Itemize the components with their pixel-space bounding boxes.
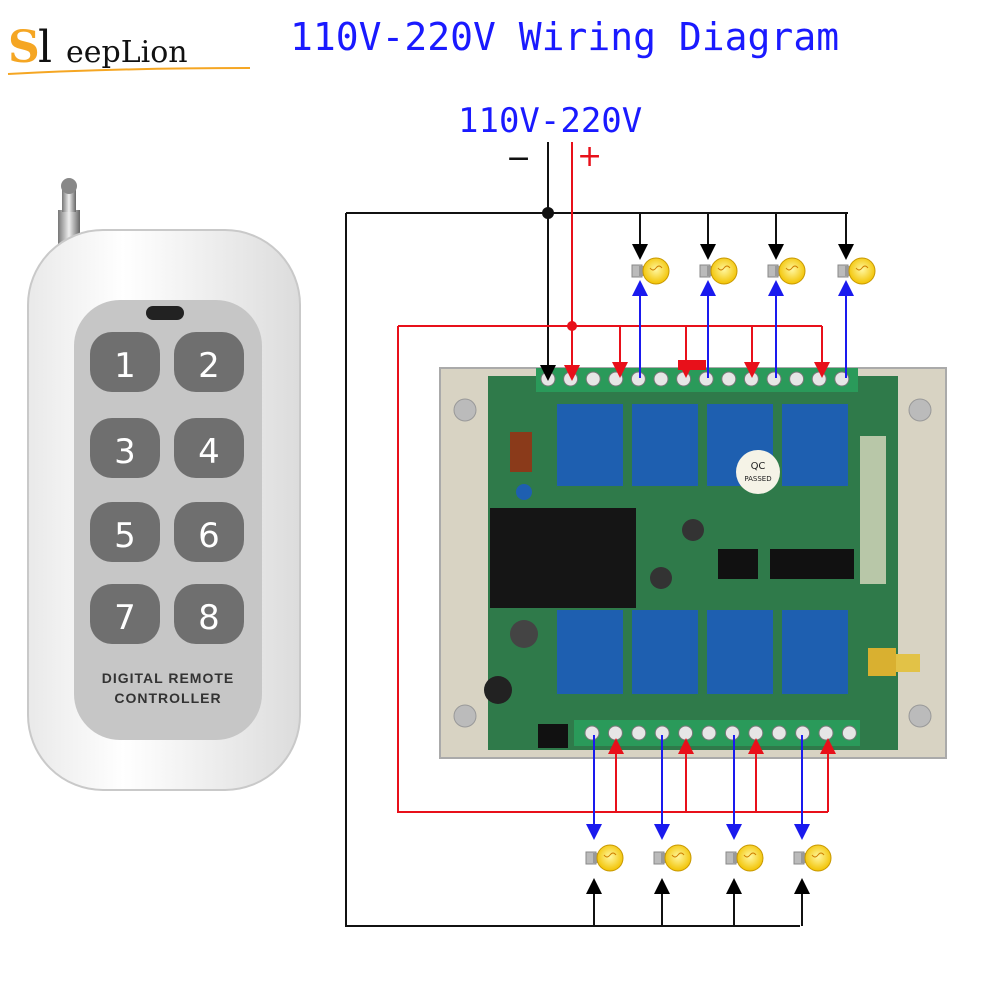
live-junction [567,321,577,331]
neutral-bus-outer [345,213,800,927]
remote-key-8-label: 8 [198,598,220,638]
live-bus-outer [397,326,828,813]
lamps-bottom [585,844,832,872]
remote-key-1[interactable]: 1 [90,332,160,392]
antenna-connector [868,648,896,676]
mount-hole [908,704,932,728]
terminal-screw [721,371,737,387]
remote-caption-line1: DIGITAL REMOTE [102,670,234,686]
relay-bottom [557,610,848,694]
lamp-icon [653,844,692,872]
remote-key-8[interactable]: 8 [174,584,244,644]
fuse-capacitor [510,432,532,472]
varistor [516,484,532,500]
live-rises-bottom [608,738,836,812]
terminal-screw [811,371,827,387]
remote-key-6-label: 6 [198,516,220,556]
logo-letter-l: l [38,22,52,73]
terminal-screw [678,725,694,741]
terminal-screw [563,371,579,387]
terminal-screw [631,725,647,741]
qc-label: QC [751,461,766,472]
wiring [345,142,854,927]
lamp-icon [631,257,670,285]
terminal-screw [771,725,787,741]
antenna-tip [61,178,77,194]
mount-hole [453,704,477,728]
terminal-screw [608,371,624,387]
rf-module [860,436,886,584]
remote-controller: 1 2 3 4 5 6 7 8 DIGITAL REMOTE CONTROLLE… [27,178,301,791]
lamp-icon [725,844,764,872]
neutral-junction [542,207,554,219]
live-drops-top [612,326,830,378]
terminal-screw [701,725,717,741]
remote-caption-line2: CONTROLLER [114,690,221,706]
lamp-icon [837,257,876,285]
antenna-connector-thread [896,654,920,672]
remote-key-5[interactable]: 5 [90,502,160,562]
capacitor [650,567,672,589]
relay-top [557,404,848,486]
terminal-screw [789,371,805,387]
page-title: 110V-220V Wiring Diagram [290,15,839,59]
qc-passed-label: PASSED [744,475,771,483]
remote-key-3-label: 3 [114,432,136,472]
load-wires-top [632,280,854,378]
terminal-screw [766,371,782,387]
neutral-drops-bottom [586,878,810,926]
remote-key-2[interactable]: 2 [174,332,244,392]
remote-key-7-label: 7 [114,598,136,638]
remote-key-7[interactable]: 7 [90,584,160,644]
remote-key-6[interactable]: 6 [174,502,244,562]
capacitor [682,519,704,541]
lamps-top [631,257,876,285]
lamp-icon [585,844,624,872]
remote-key-4-label: 4 [198,432,220,472]
neutral-drops-top [632,213,854,260]
remote-key-4[interactable]: 4 [174,418,244,478]
brand-logo: S l eepLion [7,22,251,75]
terminal-screw [585,371,601,387]
supply-voltage-label: 110V-220V [458,101,642,141]
remote-key-3[interactable]: 3 [90,418,160,478]
terminal-screw [841,725,857,741]
qc-passed-sticker [736,450,780,494]
terminal-screw [630,371,646,387]
top-terminal-block [536,368,858,392]
lamp-icon [767,257,806,285]
terminal-screw [676,371,692,387]
chip [770,549,854,579]
led-indicator [146,306,184,320]
terminal-screw [743,371,759,387]
mount-hole [453,398,477,422]
learn-button [538,724,568,748]
load-wires-bottom [586,735,810,840]
chip [718,549,758,579]
plus-sign: + [577,139,602,174]
mount-hole [908,398,932,422]
relay-board: QC PASSED [439,360,947,759]
terminal-screw [724,725,740,741]
capacitor [510,620,538,648]
remote-key-2-label: 2 [198,346,220,386]
logo-letter-s: S [8,22,40,73]
remote-key-5-label: 5 [114,516,136,556]
transformer [490,508,636,608]
terminal-screw [818,725,834,741]
buzzer [484,676,512,704]
logo-text: eepLion [66,35,188,70]
red-jumper [678,360,706,370]
terminal-screw [698,371,714,387]
terminal-screw [607,725,623,741]
terminal-screw [653,371,669,387]
lamp-icon [793,844,832,872]
remote-key-1-label: 1 [114,346,136,386]
lamp-icon [699,257,738,285]
terminal-screw [748,725,764,741]
bottom-terminal-screws [584,725,857,741]
minus-sign: − [506,141,531,176]
terminal-screw [584,725,600,741]
